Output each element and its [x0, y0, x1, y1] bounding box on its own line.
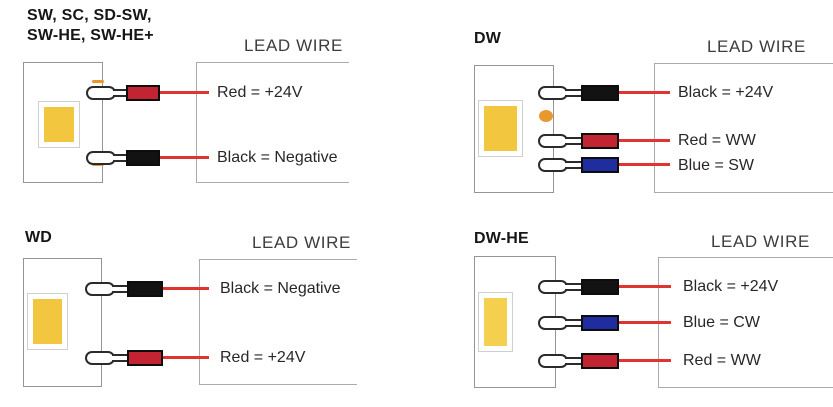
- led-chip: [38, 101, 80, 148]
- connector-neck: [565, 137, 581, 145]
- crimp-terminal-black: [581, 85, 619, 101]
- connector-neck: [113, 89, 129, 97]
- wire-label: Red = +24V: [217, 84, 303, 101]
- connector-pill-icon: [538, 86, 568, 100]
- wire-label: Blue = SW: [678, 157, 755, 174]
- lead-wire-header: LEAD WIRE: [707, 37, 806, 56]
- wire-label: Blue = CW: [683, 314, 760, 331]
- led-chip-die: [44, 107, 74, 142]
- wire-line: [619, 321, 671, 324]
- wire-line: [161, 356, 209, 359]
- model-title-wd: WD: [25, 229, 53, 246]
- lead-wire-header: LEAD WIRE: [244, 36, 343, 55]
- lead-wire-box: [196, 62, 349, 183]
- model-title-dw: DW: [474, 30, 502, 47]
- model-title-sw: SW, SC, SD-SW, SW-HE, SW-HE+: [27, 7, 154, 44]
- crimp-terminal-blue: [581, 315, 619, 331]
- crimp-terminal-red: [581, 133, 619, 149]
- connector-neck: [112, 354, 128, 362]
- wire-line: [618, 91, 670, 94]
- crimp-terminal-red: [127, 350, 163, 366]
- wire-line: [619, 285, 671, 288]
- wire-label: Red = +24V: [220, 349, 306, 366]
- wire-line: [618, 163, 670, 166]
- crimp-terminal-blue: [581, 157, 619, 173]
- wire-label: Red = WW: [678, 132, 756, 149]
- lead-wire-header: LEAD WIRE: [252, 233, 351, 252]
- connector-neck: [565, 89, 581, 97]
- led-chip-die: [33, 299, 62, 344]
- led-chip-die: [484, 106, 517, 151]
- connector-pill-icon: [85, 282, 115, 296]
- wire-label: Black = +24V: [678, 84, 774, 101]
- wire-line: [161, 287, 209, 290]
- wire-label: Black = Negative: [217, 149, 338, 166]
- crimp-terminal-black: [127, 281, 163, 297]
- connector-neck: [565, 357, 581, 365]
- wire-label: Black = +24V: [683, 278, 779, 295]
- model-title-dw-he: DW-HE: [474, 230, 529, 247]
- connector-pill-icon: [538, 280, 568, 294]
- crimp-terminal-red: [126, 85, 160, 101]
- led-chip: [478, 292, 513, 352]
- lead-wire-box: [654, 63, 833, 193]
- connector-neck: [565, 161, 581, 169]
- wire-line: [619, 359, 671, 362]
- connector-neck: [565, 319, 581, 327]
- connector-pill-icon: [538, 316, 568, 330]
- lead-wire-box: [199, 259, 357, 385]
- wire-line: [618, 139, 670, 142]
- wire-label: Black = Negative: [220, 280, 341, 297]
- connector-neck: [113, 154, 129, 162]
- led-chip-die: [484, 298, 507, 346]
- solder-dot: [539, 110, 553, 122]
- connector-pill-icon: [538, 158, 568, 172]
- crimp-terminal-black: [581, 279, 619, 295]
- connector-neck: [112, 285, 128, 293]
- led-chip: [478, 100, 523, 157]
- connector-pill-icon: [538, 134, 568, 148]
- connector-pill-icon: [86, 151, 116, 165]
- connector-pill-icon: [86, 86, 116, 100]
- connector-pill-icon: [538, 354, 568, 368]
- crimp-terminal-red: [581, 353, 619, 369]
- wire-label: Red = WW: [683, 352, 761, 369]
- wire-line: [158, 156, 209, 159]
- connector-pill-icon: [85, 351, 115, 365]
- solder-pad-tick: [92, 80, 104, 83]
- crimp-terminal-black: [126, 150, 160, 166]
- lead-wire-header: LEAD WIRE: [711, 232, 810, 251]
- wire-line: [158, 91, 209, 94]
- connector-neck: [565, 283, 581, 291]
- led-chip: [27, 293, 68, 350]
